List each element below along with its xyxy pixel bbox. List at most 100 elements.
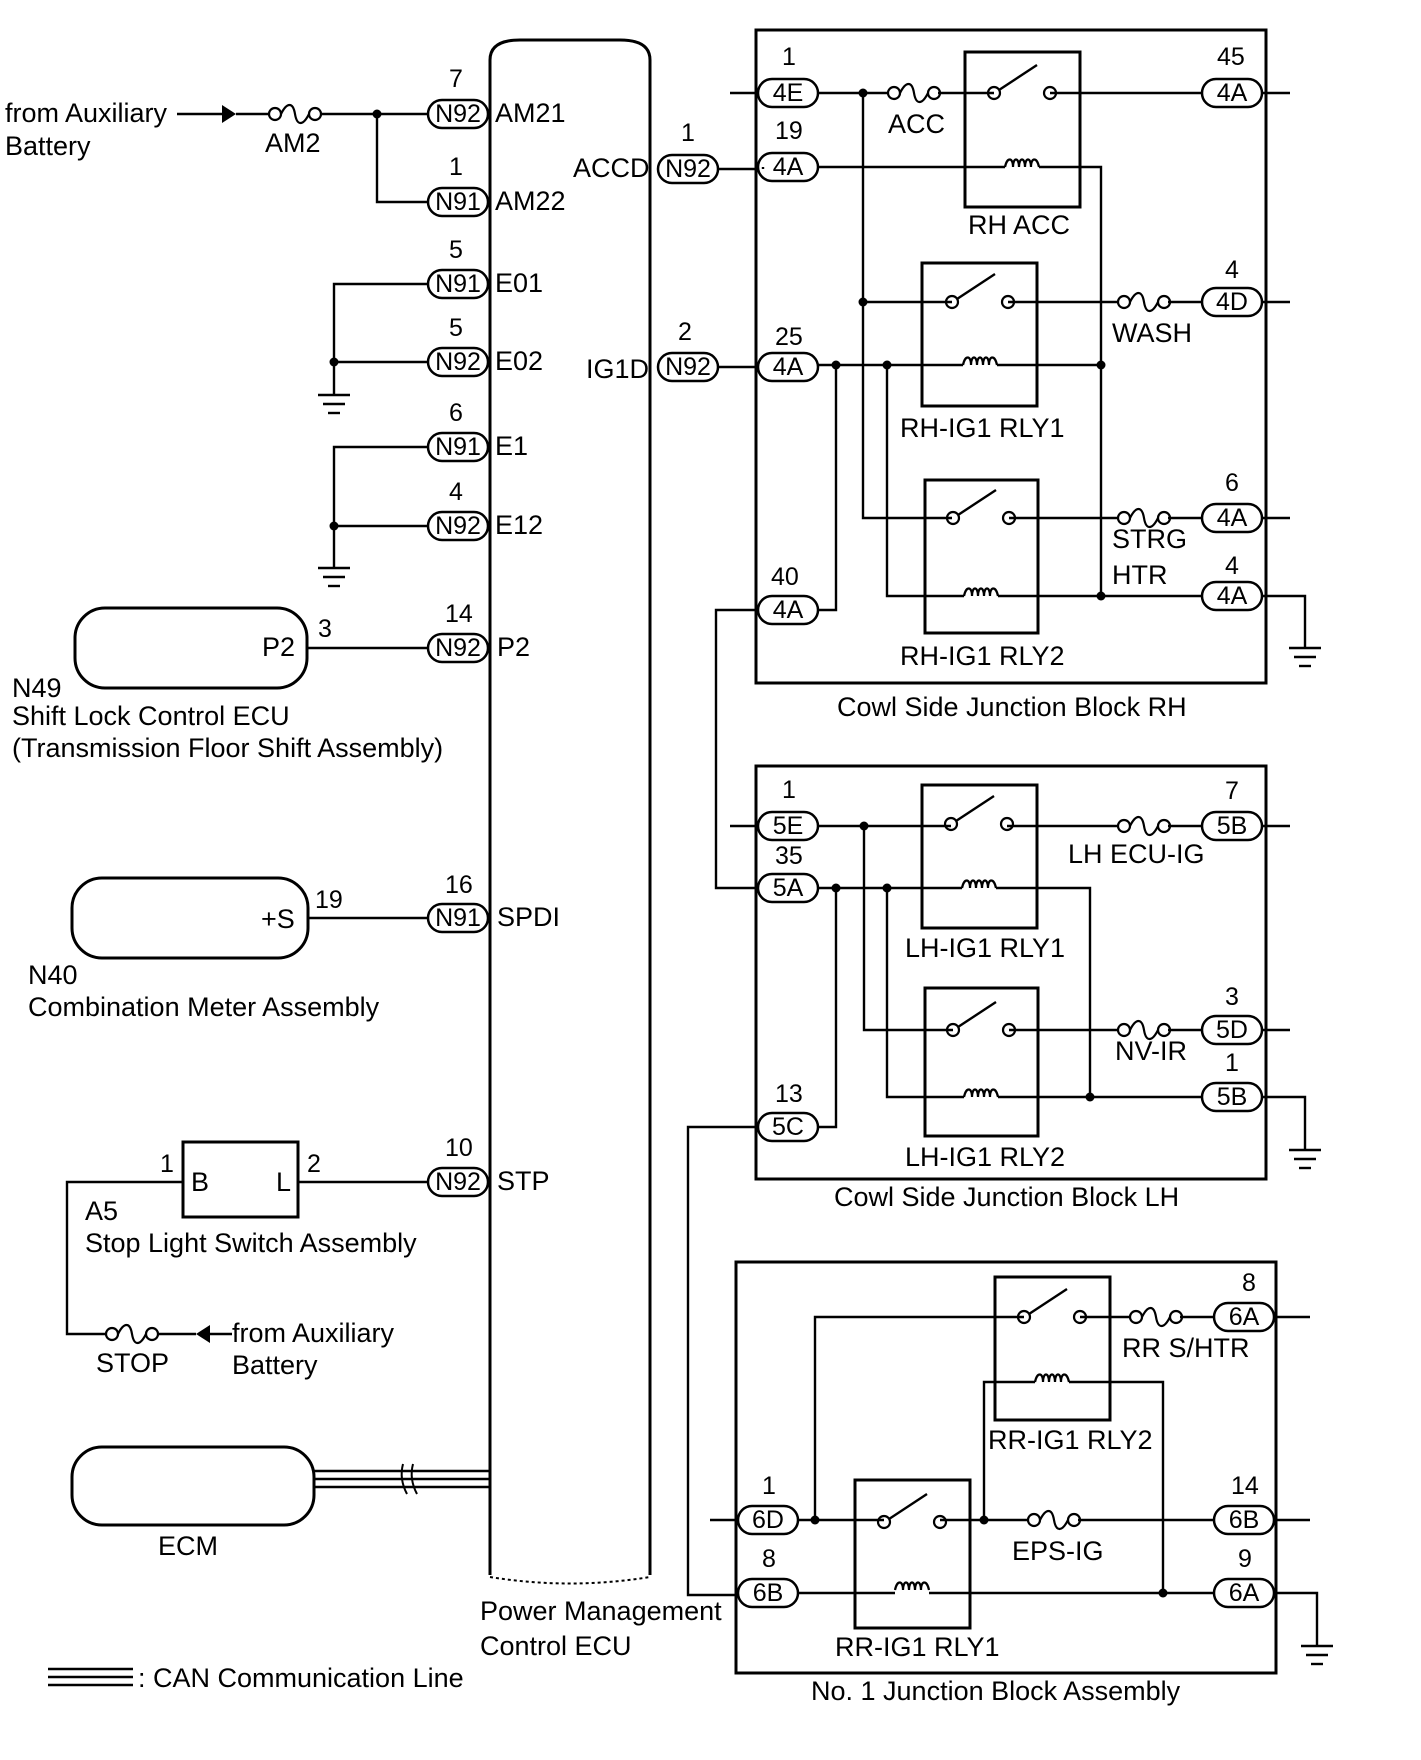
- stop-source-line2: Battery: [232, 1350, 318, 1380]
- connector-label: 6D: [752, 1506, 784, 1534]
- pin-number: 1: [1225, 1049, 1239, 1077]
- connector-label: N91: [435, 188, 481, 216]
- relay-coil-icon: [962, 1088, 1000, 1099]
- connector-label: 5C: [772, 1113, 804, 1141]
- power-input-am2: from Auxiliary Battery AM2 7 N92 AM21 1 …: [5, 65, 566, 218]
- terminal-b: B: [191, 1167, 209, 1197]
- terminal-spdi: SPDI: [497, 902, 560, 932]
- component-name: Stop Light Switch Assembly: [85, 1228, 417, 1258]
- pin-number: 1: [681, 119, 695, 147]
- ground-icon: [316, 566, 352, 588]
- connector-label: N92: [435, 1168, 481, 1196]
- meter-inner-label: +S: [261, 904, 295, 934]
- pin-number: 13: [775, 1080, 803, 1108]
- relay-coil-icon: [1003, 158, 1041, 169]
- legend-can: : CAN Communication Line: [48, 1663, 464, 1693]
- pin-number: 1: [782, 776, 796, 804]
- relay-label: LH-IG1 RLY1: [905, 933, 1065, 963]
- relay-switch-icon: [876, 1492, 948, 1530]
- component-code: N40: [28, 960, 78, 990]
- shift-lock-inner-label: P2: [262, 632, 295, 662]
- pin-number: 7: [449, 65, 463, 93]
- connector-label: 4E: [773, 79, 804, 107]
- fuse-icon: [886, 82, 942, 104]
- pin-number: 45: [1217, 43, 1245, 71]
- connector-label: N92: [435, 100, 481, 128]
- component-subname: (Transmission Floor Shift Assembly): [12, 733, 443, 763]
- ground-icon: [1287, 1148, 1323, 1170]
- connector-label: N91: [435, 904, 481, 932]
- connector-label: N91: [435, 433, 481, 461]
- junction-block-title: Cowl Side Junction Block RH: [837, 692, 1187, 722]
- pin-number: 7: [1225, 777, 1239, 805]
- pin-number: 5: [449, 236, 463, 264]
- connector-label: 4D: [1216, 288, 1248, 316]
- pin-number: 1: [449, 153, 463, 181]
- pin-number: 8: [762, 1545, 776, 1573]
- pin-number: 19: [315, 886, 343, 914]
- pin-number: 35: [775, 842, 803, 870]
- pin-number: 2: [307, 1150, 321, 1178]
- arrow-icon: [222, 105, 236, 123]
- fuse-icon: [104, 1323, 160, 1345]
- fuse-label: NV-IR: [1115, 1036, 1187, 1066]
- connector-label: 4A: [773, 353, 804, 381]
- ground-icon: [1299, 1644, 1335, 1666]
- pin-number: 14: [445, 600, 473, 628]
- stop-light-switch: B L 1 2 10 N92 STP A5 Stop Light Switch …: [65, 1134, 550, 1380]
- pin-number: 1: [762, 1472, 776, 1500]
- pin-number: 3: [318, 615, 332, 643]
- connector-label: 5E: [773, 812, 804, 840]
- fuse-icon: [1026, 1509, 1082, 1531]
- junction-block-no1: No. 1 Junction Block Assembly RR-IG1 RLY…: [710, 1260, 1335, 1706]
- power-source-line1: from Auxiliary: [5, 98, 168, 128]
- terminal-e12: E12: [495, 510, 543, 540]
- relay-switch-icon: [945, 1000, 1017, 1038]
- connector-label: N92: [435, 348, 481, 376]
- relay-label: RR-IG1 RLY2: [988, 1425, 1153, 1455]
- stop-source-line1: from Auxiliary: [232, 1318, 395, 1348]
- fuse-icon: [1116, 815, 1172, 837]
- fuse-label: STRG: [1112, 524, 1187, 554]
- pin-number: 8: [1242, 1269, 1256, 1297]
- terminal-e01: E01: [495, 268, 543, 298]
- relay-switch-icon: [945, 488, 1017, 526]
- relay-coil-icon: [961, 356, 999, 367]
- junction-block-rh: Cowl Side Junction Block RH RH ACC RH-IG…: [730, 28, 1323, 722]
- can-bus-lines: [314, 1463, 490, 1495]
- pin-number: 1: [782, 43, 796, 71]
- legend-can-label: : CAN Communication Line: [138, 1663, 464, 1693]
- connector-label: 4A: [1217, 582, 1248, 610]
- connector-label: 6B: [753, 1579, 784, 1607]
- relay-label: RH ACC: [968, 210, 1070, 240]
- terminal-p2: P2: [497, 632, 530, 662]
- fuse-label: RR S/HTR: [1122, 1333, 1250, 1363]
- ecm: ECM: [70, 1445, 490, 1561]
- component-code: A5: [85, 1196, 118, 1226]
- relay-switch-icon: [943, 794, 1015, 832]
- pin-number: 3: [1225, 983, 1239, 1011]
- component-name: Combination Meter Assembly: [28, 992, 380, 1022]
- terminal-am22: AM22: [495, 186, 566, 216]
- relay-label: RH-IG1 RLY2: [900, 641, 1065, 671]
- fuse-am2-label: AM2: [265, 128, 321, 158]
- terminal-am21: AM21: [495, 98, 566, 128]
- connector-label: N92: [665, 155, 711, 183]
- pin-number: 4: [1225, 552, 1239, 580]
- ecm-label: ECM: [158, 1531, 218, 1561]
- combination-meter: +S 19 16 N91 SPDI N40 Combination Meter …: [28, 871, 560, 1022]
- power-management-control-ecu: Power Management Control ECU: [480, 38, 722, 1661]
- inter-block-wiring: [686, 167, 765, 1597]
- fuse-icon: [1128, 1306, 1184, 1328]
- pin-number: 4: [449, 478, 463, 506]
- relay-coil-icon: [962, 587, 1000, 598]
- connector-label: 5A: [773, 874, 804, 902]
- relay-label: RH-IG1 RLY1: [900, 413, 1065, 443]
- terminal-e02: E02: [495, 346, 543, 376]
- ecu-outputs: ACCD 1 N92 IG1D 2 N92: [573, 119, 763, 384]
- terminal-ig1d: IG1D: [586, 354, 649, 384]
- pin-number: 16: [445, 871, 473, 899]
- terminal-accd: ACCD: [573, 153, 650, 183]
- ground-icon: [316, 393, 352, 415]
- fuse-label: WASH: [1112, 318, 1192, 348]
